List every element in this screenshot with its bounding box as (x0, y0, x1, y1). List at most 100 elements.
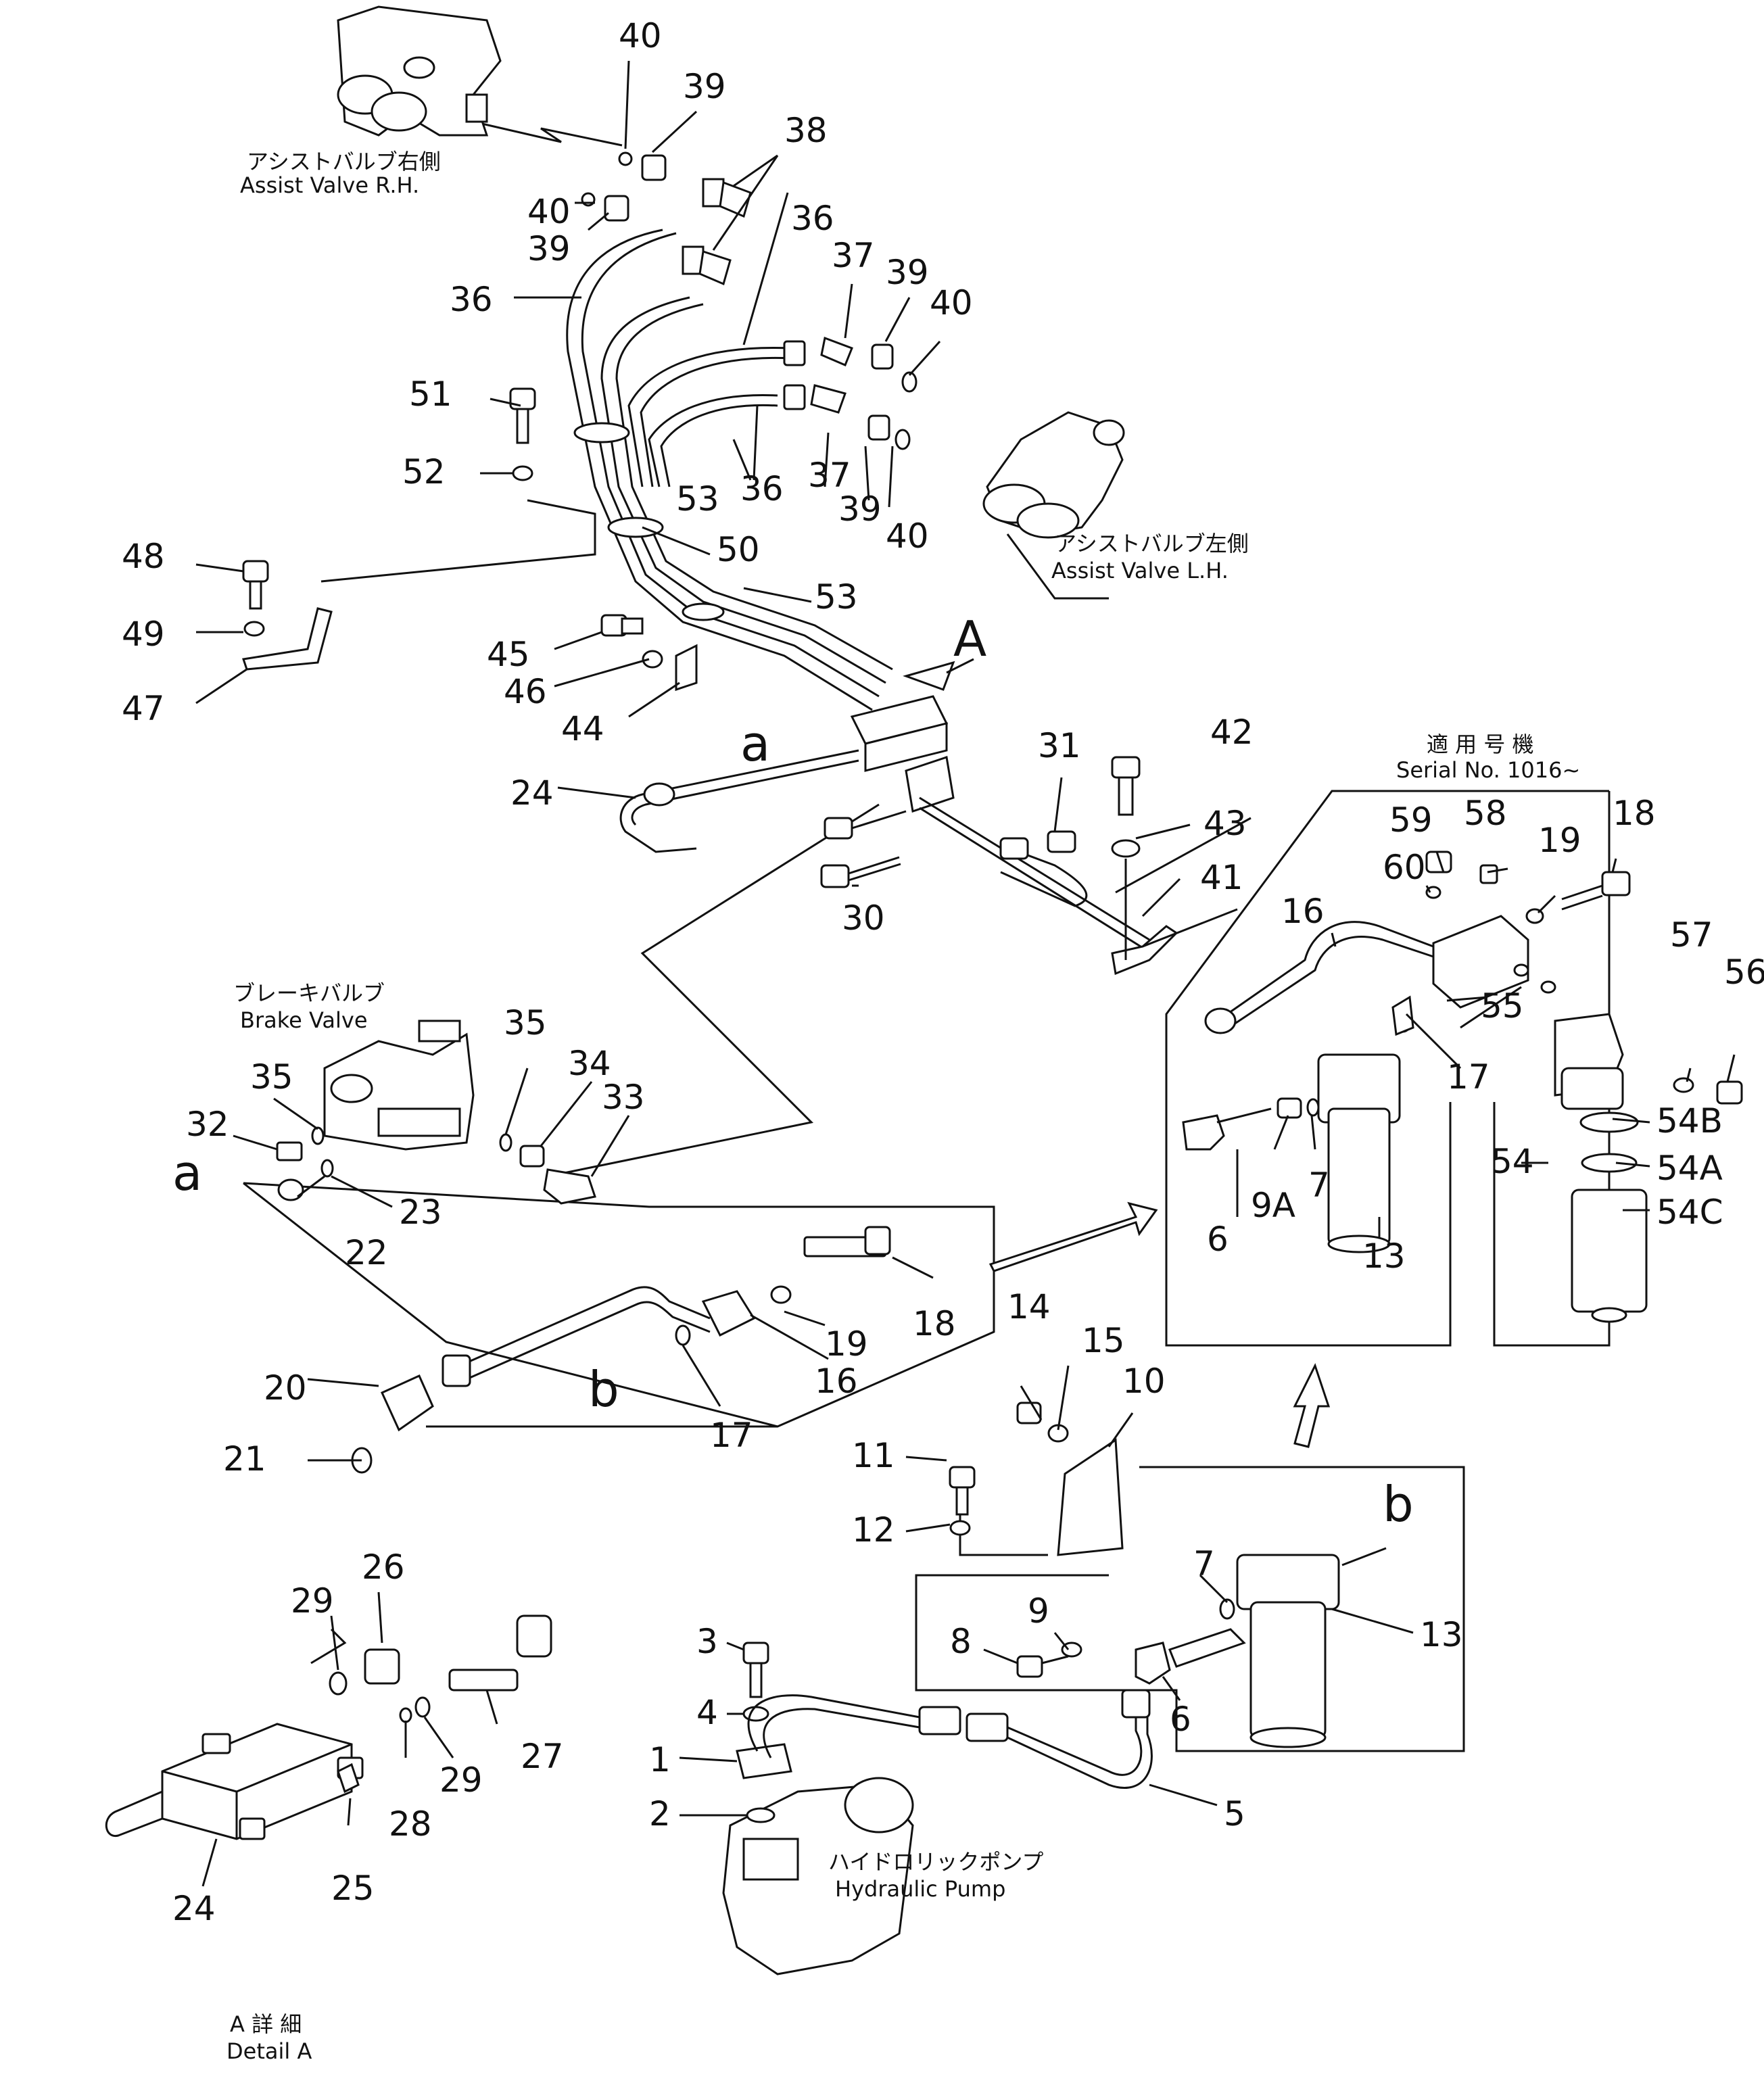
callout-26: 26 (362, 1548, 405, 1587)
callout-30: 30 (842, 898, 885, 938)
brake-valve (323, 1020, 475, 1151)
callout-15: 15 (1082, 1321, 1125, 1360)
callout-39d: 39 (838, 489, 882, 529)
callout-39b: 39 (527, 229, 571, 268)
callout-32: 32 (186, 1105, 229, 1144)
rh-fittings (581, 151, 752, 286)
callout-31: 31 (1038, 726, 1081, 765)
callout-3: 3 (696, 1622, 718, 1661)
pump-en: Hydraulic Pump (835, 1876, 1005, 1902)
assist-rh-jp: アシストバルブ右側 (247, 149, 441, 174)
callout-39c: 39 (886, 253, 929, 292)
callout-36b: 36 (450, 280, 493, 319)
assist-rh-en: Assist Valve R.H. (240, 172, 419, 198)
fitting-30 (820, 856, 901, 888)
connector-detail-a (310, 1628, 347, 1664)
callout-54: 54 (1491, 1142, 1534, 1181)
callout-57: 57 (1670, 915, 1713, 955)
serial-jp: 適 用 号 機 (1427, 732, 1534, 757)
callout-12: 12 (852, 1510, 895, 1550)
detail-a-arrow (903, 658, 974, 691)
callout-37: 37 (832, 236, 875, 275)
callout-53b: 53 (815, 577, 858, 617)
leader-lines (195, 60, 1736, 1887)
callout-34: 34 (568, 1044, 611, 1083)
brake-en: Brake Valve (240, 1007, 368, 1033)
callout-54c: 54C (1656, 1193, 1723, 1232)
callout-23: 23 (399, 1193, 442, 1232)
callout-46: 46 (504, 672, 547, 711)
captions: アシストバルブ右側 Assist Valve R.H. アシストバルブ左側 As… (227, 149, 1580, 2064)
callout-19: 19 (1538, 821, 1581, 860)
pump-jp: ハイドロリックポンプ (828, 1849, 1043, 1875)
callout-36: 36 (791, 199, 834, 238)
callout-51: 51 (409, 375, 452, 414)
callout-37b: 37 (808, 456, 851, 495)
bracket-41 (1111, 756, 1178, 976)
callout-38: 38 (784, 111, 828, 150)
assist-valve-lh (982, 411, 1125, 539)
callout-35: 35 (504, 1003, 547, 1042)
callout-42: 42 (1210, 713, 1254, 752)
callout-1: 1 (649, 1740, 671, 1779)
callout-54a: 54A (1656, 1149, 1723, 1188)
callout-17b: 17 (710, 1416, 753, 1455)
assist-valve-rh (337, 5, 502, 137)
callout-29b: 29 (439, 1760, 483, 1800)
callout-44: 44 (561, 709, 604, 748)
callout-60: 60 (1383, 848, 1426, 887)
letters: A a a b b (172, 610, 1414, 1533)
callout-52: 52 (402, 452, 446, 492)
brake-fittings (276, 1126, 596, 1205)
callout-22: 22 (345, 1233, 388, 1272)
letter-A: A (953, 610, 986, 667)
callout-35b: 35 (250, 1057, 293, 1097)
callout-50: 50 (717, 530, 760, 569)
bolt-51 (509, 387, 536, 481)
serial-filter-assembly (1182, 850, 1743, 1323)
callout-24b: 24 (172, 1889, 216, 1928)
detail-a-block (105, 1614, 552, 1840)
callout-7b: 7 (1193, 1544, 1215, 1583)
callout-17: 17 (1447, 1057, 1490, 1097)
connector-bracket (320, 499, 596, 583)
bracket-47 (242, 560, 333, 671)
callout-40: 40 (619, 16, 662, 55)
callout-5: 5 (1224, 1794, 1245, 1834)
callout-43: 43 (1203, 804, 1247, 843)
connector-brake (547, 803, 880, 1178)
tube-16-lower (351, 1226, 891, 1474)
callout-58: 58 (1464, 794, 1507, 833)
callout-6: 6 (1207, 1220, 1229, 1259)
serial-detail-box (1165, 790, 1609, 1347)
assist-lh-en: Assist Valve L.H. (1051, 558, 1229, 583)
connector-bracket10 (959, 1508, 1048, 1556)
callout-14: 14 (1007, 1287, 1051, 1326)
callout-56: 56 (1724, 953, 1764, 992)
letter-b-mid: b (588, 1361, 619, 1418)
connector-lh (1006, 533, 1109, 600)
callout-59: 59 (1389, 800, 1433, 840)
callout-9: 9 (1028, 1591, 1049, 1631)
hydraulic-pump (722, 1641, 1153, 1975)
callout-13: 13 (1362, 1237, 1406, 1276)
callout-24: 24 (510, 773, 554, 813)
detail-a-jp: A 詳 細 (230, 2011, 302, 2037)
callout-40b: 40 (527, 192, 571, 231)
callout-27: 27 (521, 1737, 564, 1776)
callout-21: 21 (223, 1439, 266, 1479)
callout-16b: 16 (815, 1362, 858, 1401)
lh-fittings (783, 336, 917, 450)
callout-55: 55 (1481, 986, 1524, 1026)
callout-47: 47 (122, 689, 165, 728)
callout-18: 18 (1613, 794, 1656, 833)
callout-13b: 13 (1420, 1615, 1463, 1654)
callout-45: 45 (487, 635, 530, 674)
detail-a-en: Detail A (227, 2038, 312, 2064)
callout-19b: 19 (825, 1324, 868, 1364)
callout-10: 10 (1122, 1362, 1166, 1401)
callout-20: 20 (264, 1368, 307, 1408)
brake-jp: ブレーキバルブ (233, 980, 385, 1006)
filter-mount-box (915, 1466, 1465, 1752)
